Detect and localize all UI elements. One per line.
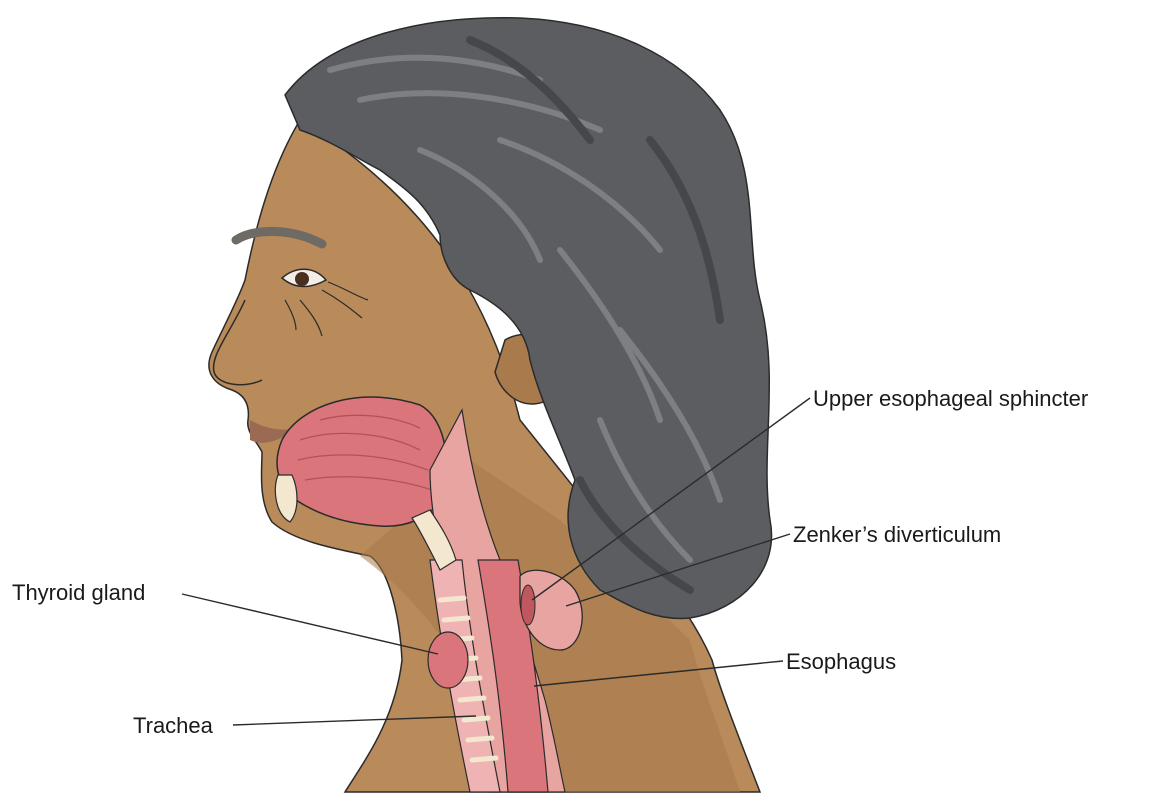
label-zenkers-diverticulum: Zenker’s diverticulum [793, 522, 1001, 548]
label-trachea: Trachea [133, 713, 213, 739]
label-esophagus: Esophagus [786, 649, 896, 675]
label-upper-esophageal-sphincter: Upper esophageal sphincter [813, 386, 1088, 412]
thyroid-gland [428, 632, 468, 688]
iris [295, 272, 309, 286]
label-thyroid-gland: Thyroid gland [12, 580, 145, 606]
upper-esophageal-sphincter [521, 585, 535, 625]
